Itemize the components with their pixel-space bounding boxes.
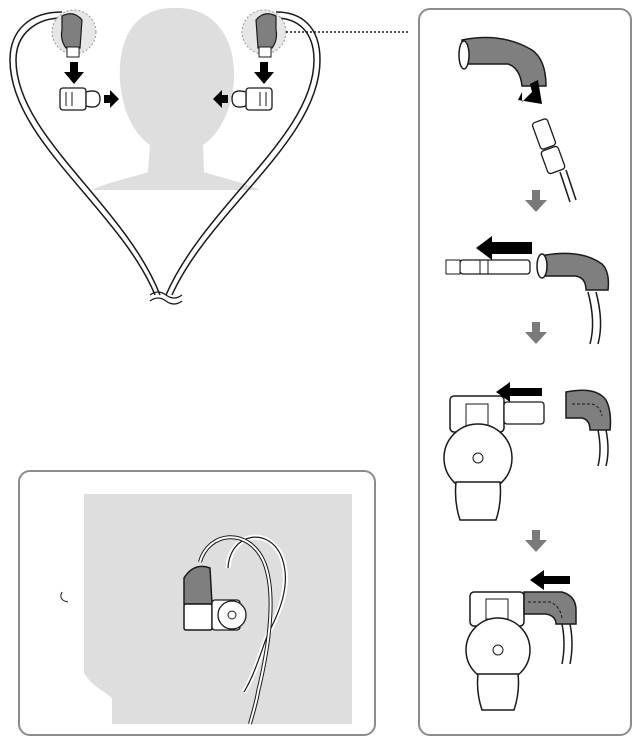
wearing-panel (18, 470, 376, 736)
step-arrow-3 (525, 530, 547, 552)
overview-illustration (0, 0, 410, 330)
step-2-push-arrow (476, 236, 532, 260)
step-1-ear-hanger-and-cable (459, 38, 576, 202)
wearing-svg (20, 472, 374, 734)
step-4-push-arrow (530, 570, 570, 590)
left-ear-hanger (62, 14, 83, 48)
step-2-insert-plug (446, 236, 608, 344)
right-earpiece (213, 88, 272, 110)
worn-earpiece-body (184, 604, 212, 630)
left-right-arrow (104, 90, 119, 108)
step-arrow-1 (525, 190, 547, 212)
left-earpiece (60, 88, 119, 110)
step-arrow-2 (525, 322, 547, 344)
steps-panel (418, 8, 632, 736)
left-down-arrow (64, 62, 84, 84)
worn-ear-hanger (184, 566, 212, 604)
right-ear-hanger (256, 14, 277, 48)
steps-svg (420, 10, 630, 734)
step-4-assembled (466, 570, 576, 710)
overview-svg (0, 0, 410, 330)
right-down-arrow (254, 62, 274, 84)
step-3-fit-hanger (444, 382, 611, 520)
